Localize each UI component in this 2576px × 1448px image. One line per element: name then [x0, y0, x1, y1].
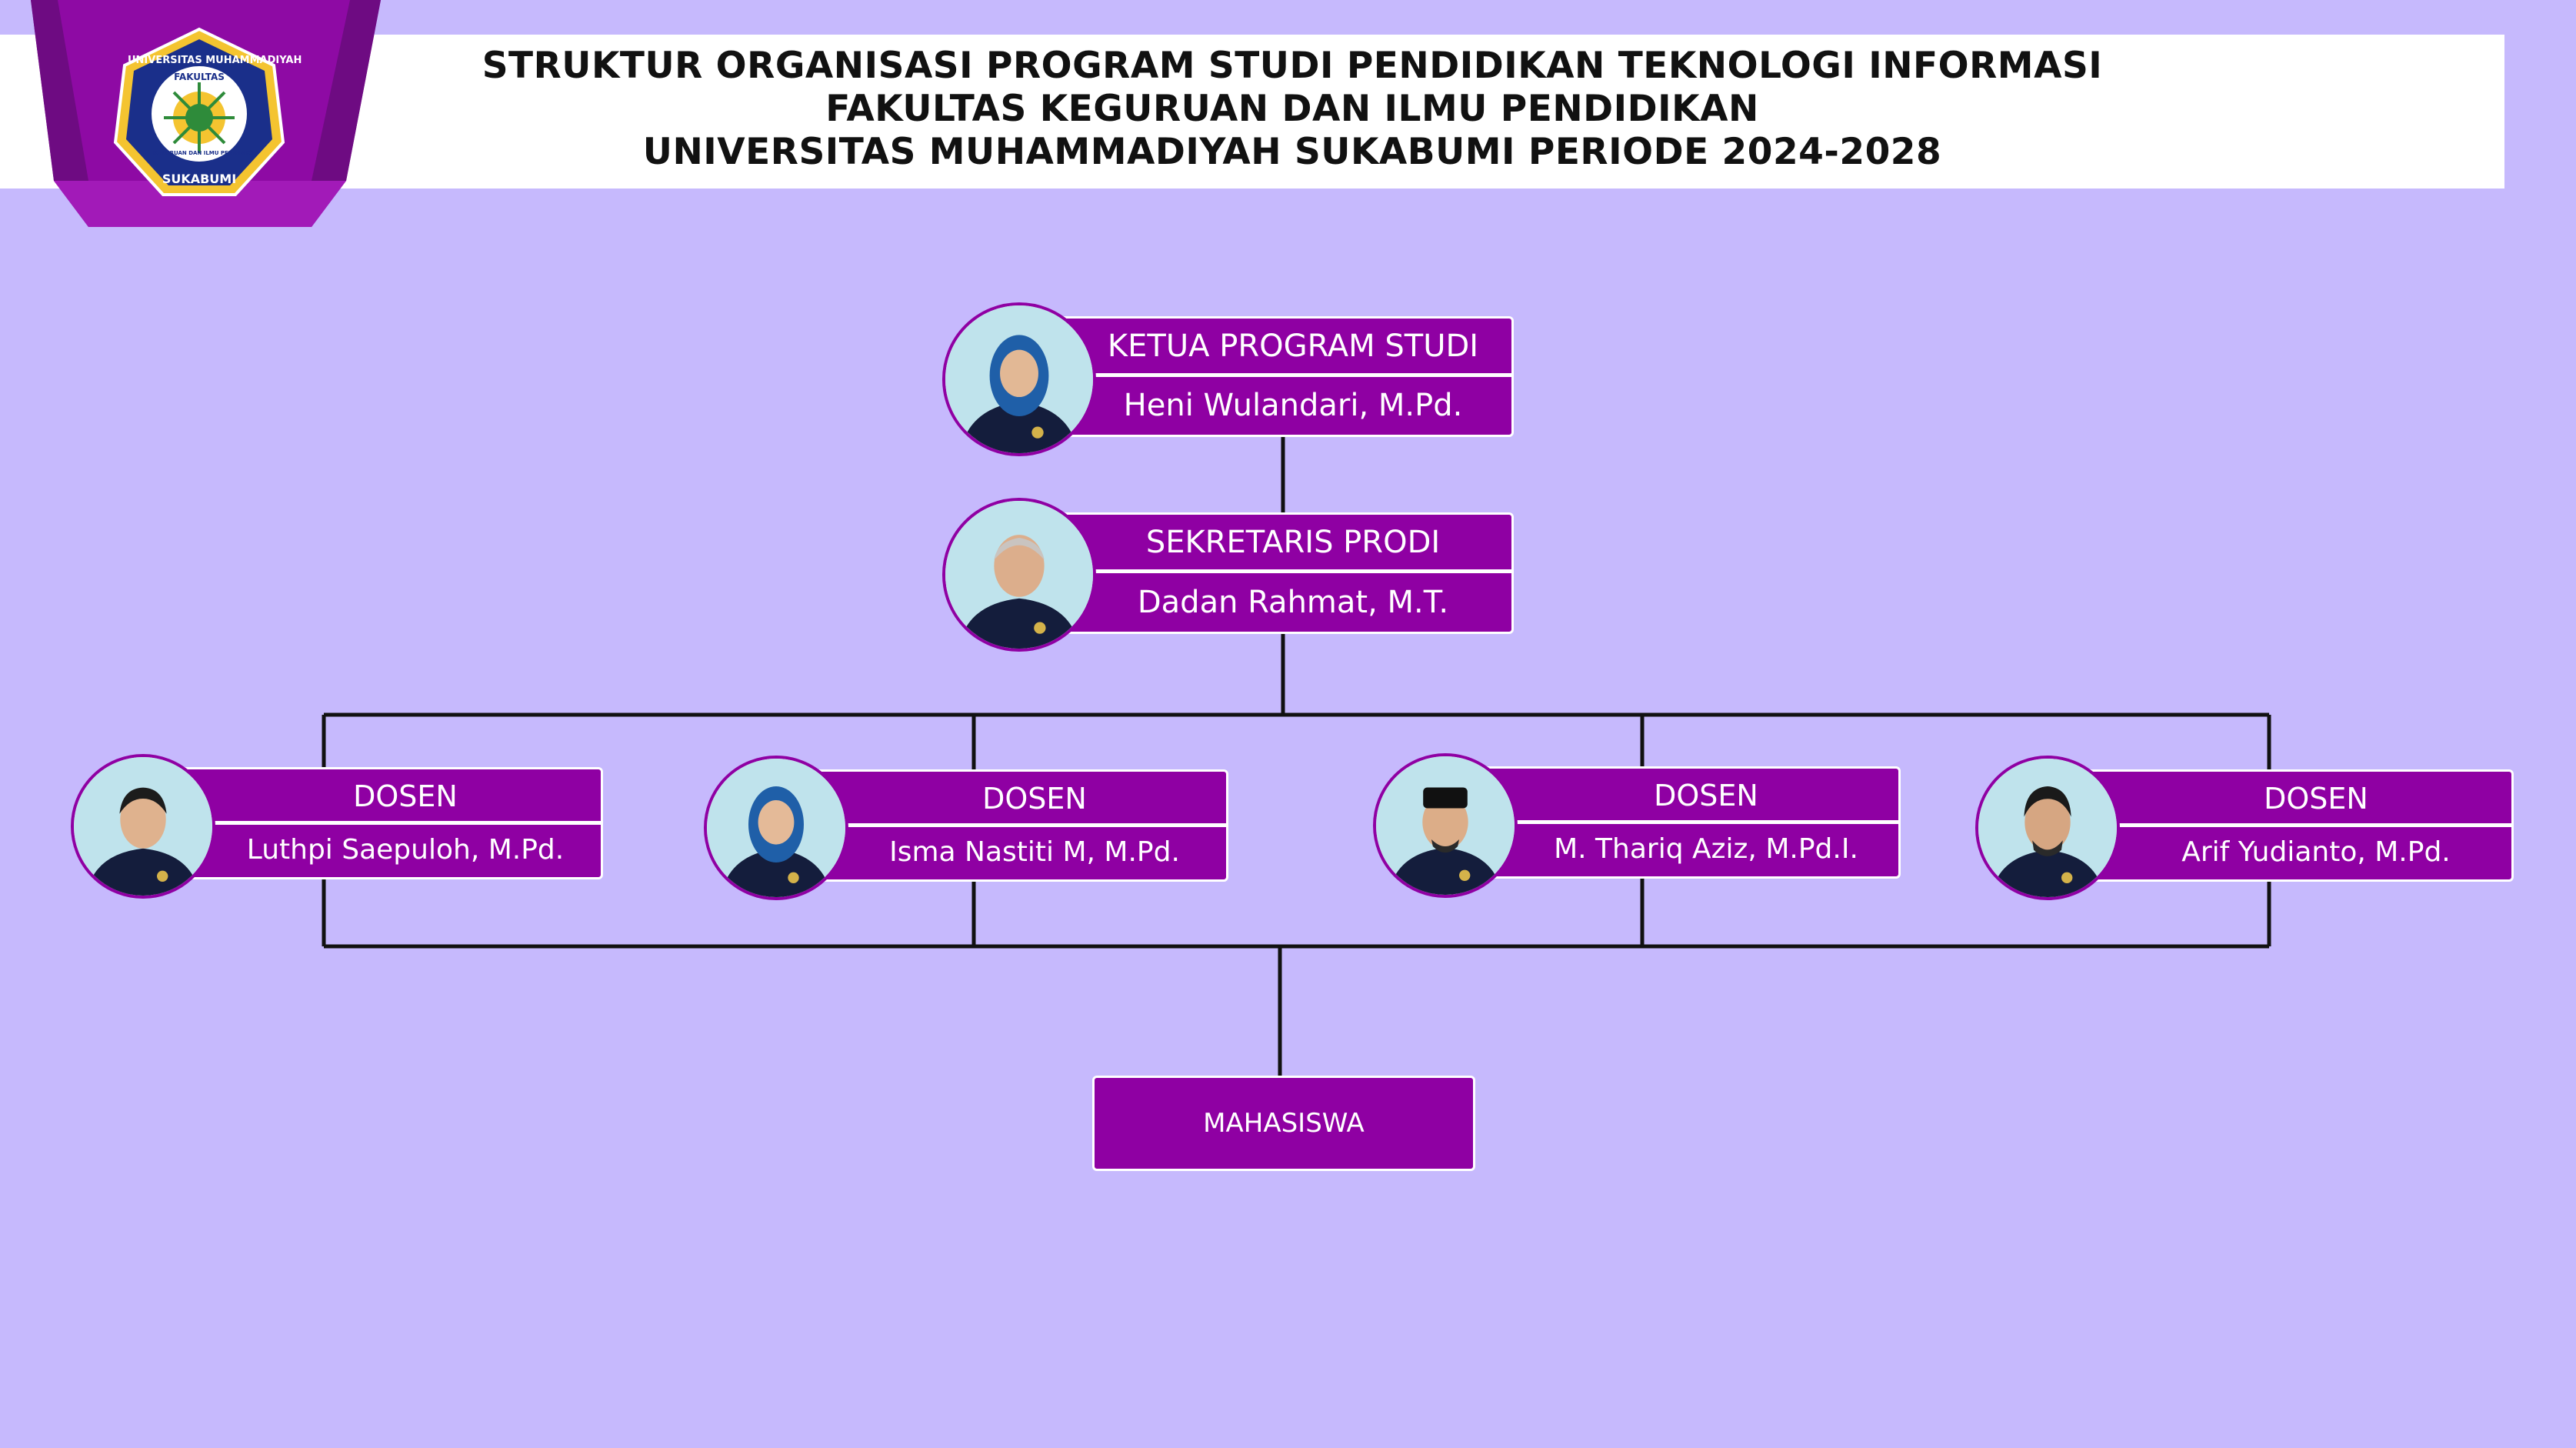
ketua-photo [942, 302, 1096, 456]
dosen-role-2: DOSEN [797, 772, 1226, 827]
avatar-male-icon [74, 757, 212, 896]
dosen-role-4: DOSEN [2074, 772, 2511, 827]
dosen-card-1: DOSEN Luthpi Saepuloh, M.Pd. [162, 767, 603, 879]
avatar-female-icon [945, 305, 1093, 453]
logo-text-bottom: SUKABUMI [162, 172, 237, 186]
dosen-card-4: DOSEN Arif Yudianto, M.Pd. [2072, 769, 2514, 882]
title-line-1: STRUKTUR ORGANISASI PROGRAM STUDI PENDID… [482, 45, 2103, 87]
ketua-name: Heni Wulandari, M.Pd. [1123, 388, 1463, 423]
sekretaris-card: SEKRETARIS PRODI Dadan Rahmat, M.T. [1041, 512, 1514, 634]
header-bar [0, 35, 2504, 189]
dosen-name-1: Luthpi Saepuloh, M.Pd. [246, 834, 565, 866]
dosen-photo-2 [704, 756, 848, 900]
sekretaris-role: SEKRETARIS PRODI [1044, 515, 1511, 573]
mahasiswa-box: MAHASISWA [1092, 1076, 1475, 1171]
dosen-name-3: M. Thariq Aziz, M.Pd.I. [1554, 833, 1858, 865]
avatar-female-icon [707, 759, 845, 897]
sekretaris-photo [942, 498, 1096, 652]
university-logo: UNIVERSITAS MUHAMMADIYAH FAKULTAS KEGURU… [112, 27, 302, 201]
ketua-card: KETUA PROGRAM STUDI Heni Wulandari, M.Pd… [1041, 316, 1514, 437]
avatar-male-icon [1978, 759, 2117, 897]
avatar-male-peci-icon [1376, 756, 1515, 895]
dosen-card-3: DOSEN M. Thariq Aziz, M.Pd.I. [1465, 766, 1901, 879]
dosen-photo-4 [1975, 756, 2120, 900]
dosen-name-2: Isma Nastiti M, M.Pd. [889, 836, 1180, 868]
ketua-role: KETUA PROGRAM STUDI [1044, 319, 1511, 377]
page-title: STRUKTUR ORGANISASI PROGRAM STUDI PENDID… [331, 45, 2254, 174]
logo-text-inner: FAKULTAS [174, 72, 225, 82]
dosen-card-2: DOSEN Isma Nastiti M, M.Pd. [795, 769, 1228, 882]
title-line-3: UNIVERSITAS MUHAMMADIYAH SUKABUMI PERIOD… [642, 131, 1942, 173]
dosen-role-1: DOSEN [164, 769, 601, 825]
sekretaris-name: Dadan Rahmat, M.T. [1137, 585, 1449, 620]
title-line-2: FAKULTAS KEGURUAN DAN ILMU PENDIDIKAN [825, 88, 1759, 130]
logo-text-top: UNIVERSITAS MUHAMMADIYAH [128, 55, 302, 66]
avatar-male-icon [945, 501, 1093, 649]
dosen-role-3: DOSEN [1468, 769, 1898, 824]
dosen-photo-1 [71, 754, 215, 899]
logo-text-inner2: KEGURUAN DAN ILMU PENDIDIKAN [153, 150, 259, 156]
dosen-photo-3 [1373, 753, 1518, 898]
dosen-name-4: Arif Yudianto, M.Pd. [2181, 836, 2451, 868]
